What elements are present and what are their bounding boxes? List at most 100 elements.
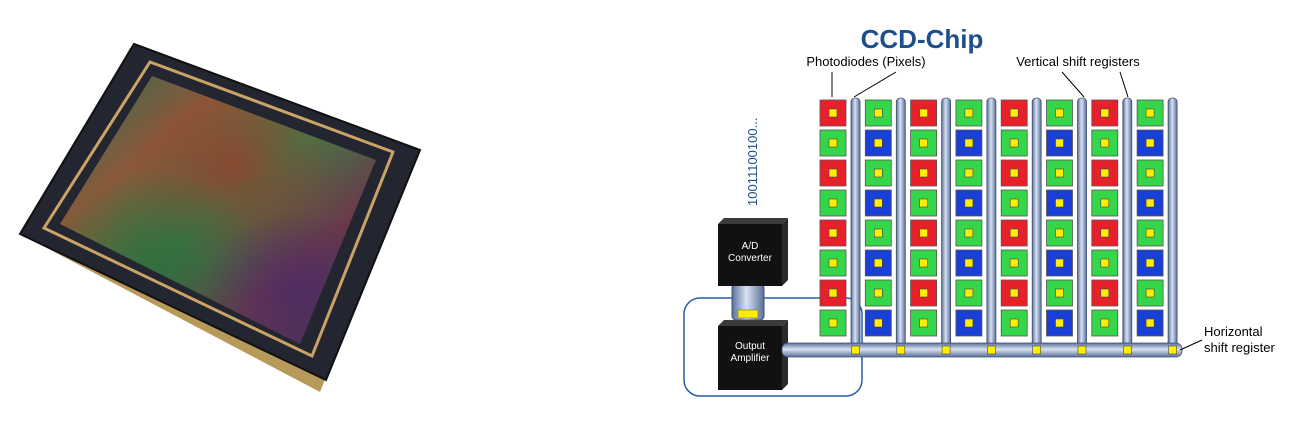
photodiode-dot bbox=[1055, 228, 1064, 238]
photodiode-dot bbox=[873, 228, 883, 238]
horizontal-shift-register-label-1: Horizontal bbox=[1204, 324, 1263, 339]
photodiode-dot bbox=[919, 198, 928, 208]
photodiode-dot bbox=[1009, 198, 1019, 208]
connector-highlight bbox=[737, 309, 759, 319]
ad-converter-label-1: A/D bbox=[742, 241, 759, 252]
photodiode-dot bbox=[873, 318, 883, 328]
photodiodes-pointer-2 bbox=[853, 71, 897, 98]
diagram-title: CCD-Chip bbox=[861, 24, 984, 54]
vertical-shift-registers-label: Vertical shift registers bbox=[1016, 54, 1140, 69]
photodiode-dot bbox=[1100, 108, 1110, 118]
vertical-shift-register bbox=[1167, 97, 1178, 353]
photodiode-dot bbox=[964, 138, 974, 148]
photodiode-dot bbox=[1100, 318, 1110, 328]
photodiode-dot bbox=[873, 258, 883, 268]
photodiode-dot bbox=[919, 138, 928, 148]
photodiode-dot bbox=[828, 198, 838, 208]
horizontal-shift-register-label-2: shift register bbox=[1204, 340, 1275, 355]
photodiode-dot bbox=[964, 258, 974, 268]
photodiode-dot bbox=[1009, 228, 1019, 238]
photodiode-dot bbox=[964, 288, 974, 298]
photodiode-dot bbox=[1100, 198, 1110, 208]
pixel-green bbox=[1136, 219, 1164, 247]
vertical-shift-register bbox=[986, 97, 997, 353]
horizontal-shift-register-bar bbox=[781, 342, 1183, 358]
photodiode-dot bbox=[1055, 258, 1064, 268]
pixel-green bbox=[955, 99, 983, 127]
horizontal-register-pointer bbox=[1179, 339, 1203, 351]
photodiode-dot bbox=[1009, 108, 1019, 118]
image-sensor-photo bbox=[18, 42, 422, 392]
vertical-shift-register bbox=[1077, 97, 1087, 353]
photodiode-dot bbox=[919, 168, 928, 178]
photodiode-dot bbox=[1145, 138, 1155, 148]
photodiode-dot bbox=[1009, 168, 1019, 178]
photodiode-dot bbox=[873, 198, 883, 208]
photodiode-dot bbox=[1055, 198, 1064, 208]
charge-transfer-point bbox=[1168, 345, 1177, 355]
photodiode-dot bbox=[873, 108, 883, 118]
photodiode-dot bbox=[964, 228, 974, 238]
pixel-red bbox=[1091, 279, 1119, 307]
photodiode-dot bbox=[828, 138, 838, 148]
pixel-red bbox=[819, 159, 847, 187]
photodiode-dot bbox=[919, 288, 928, 298]
vertical-shift-register bbox=[1122, 97, 1133, 353]
photodiode-dot bbox=[1100, 288, 1110, 298]
photodiode-dot bbox=[1055, 108, 1064, 118]
output-amplifier: Output Amplifier bbox=[718, 320, 788, 390]
charge-transfer-point bbox=[1032, 345, 1041, 355]
photodiode-dot bbox=[1009, 258, 1019, 268]
photodiode-dot bbox=[964, 168, 974, 178]
horizontal-shift-register bbox=[781, 342, 1183, 358]
photodiodes-label: Photodiodes (Pixels) bbox=[806, 54, 925, 69]
photodiode-dot bbox=[828, 318, 838, 328]
charge-transfer-point bbox=[1123, 345, 1132, 355]
ad-converter: A/D Converter bbox=[718, 218, 788, 286]
photodiode-dot bbox=[1100, 168, 1110, 178]
photodiode-dot bbox=[919, 228, 928, 238]
photodiode-dot bbox=[1145, 288, 1155, 298]
photodiode-dot bbox=[1100, 228, 1110, 238]
photodiode-dot bbox=[1055, 318, 1064, 328]
photodiode-dot bbox=[1145, 258, 1155, 268]
charge-transfer-point bbox=[987, 345, 996, 355]
ad-converter-label-2: Converter bbox=[728, 253, 773, 264]
photodiode-dot bbox=[1055, 168, 1064, 178]
photodiode-dot bbox=[1145, 198, 1155, 208]
photodiode-dot bbox=[828, 108, 838, 118]
photodiode-dot bbox=[873, 288, 883, 298]
photodiode-dot bbox=[919, 258, 928, 268]
sensor-frame bbox=[41, 60, 395, 359]
photodiode-dot bbox=[919, 318, 928, 328]
pixel-green bbox=[1000, 309, 1028, 337]
vertical-shift-register bbox=[941, 97, 951, 353]
pixel-green bbox=[1091, 249, 1119, 277]
photodiode-dot bbox=[1145, 168, 1155, 178]
photodiode-dot bbox=[1145, 318, 1155, 328]
photodiode-dot bbox=[1145, 228, 1155, 238]
photodiode-dot bbox=[1055, 288, 1064, 298]
charge-transfer-point bbox=[896, 345, 906, 355]
charge-transfer-point bbox=[851, 345, 860, 355]
photodiode-dot bbox=[1145, 108, 1155, 118]
vertical-shift-register bbox=[895, 97, 906, 353]
output-amplifier-label-2: Amplifier bbox=[731, 353, 771, 364]
vertical-shift-register bbox=[1031, 97, 1042, 353]
photodiode-dot bbox=[1100, 138, 1110, 148]
vertical-register-pointer-1 bbox=[1061, 71, 1085, 98]
photodiode-dot bbox=[828, 258, 838, 268]
photodiode-dot bbox=[919, 108, 928, 118]
sensor-tint-3 bbox=[60, 76, 376, 344]
photodiode-dot bbox=[1009, 138, 1019, 148]
output-amplifier-label-1: Output bbox=[735, 341, 765, 352]
binary-output-text: 10011100100... bbox=[745, 118, 760, 206]
photodiode-dot bbox=[964, 318, 974, 328]
vertical-shift-register bbox=[850, 97, 861, 353]
photodiode-dot bbox=[828, 288, 838, 298]
charge-transfer-point bbox=[941, 345, 951, 355]
charge-transfer-point bbox=[1077, 345, 1087, 355]
vertical-register-pointer-2 bbox=[1119, 71, 1129, 98]
photodiode-dot bbox=[964, 108, 974, 118]
